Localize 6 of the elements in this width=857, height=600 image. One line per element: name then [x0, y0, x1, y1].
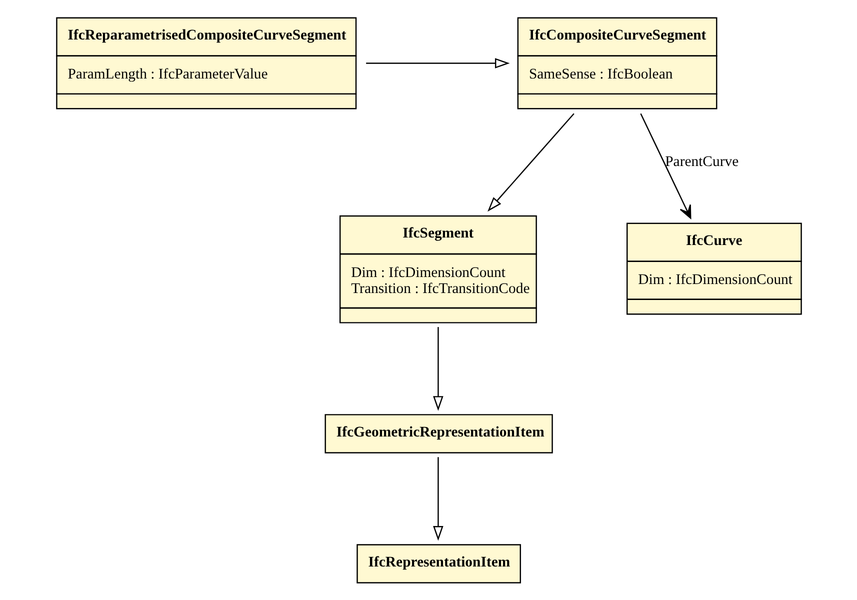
arrow [487, 113, 574, 212]
arrow [432, 327, 443, 411]
arrow [366, 58, 510, 68]
arrow [640, 113, 691, 219]
arrow [432, 457, 443, 541]
edge-label: ParentCurve [664, 154, 738, 170]
